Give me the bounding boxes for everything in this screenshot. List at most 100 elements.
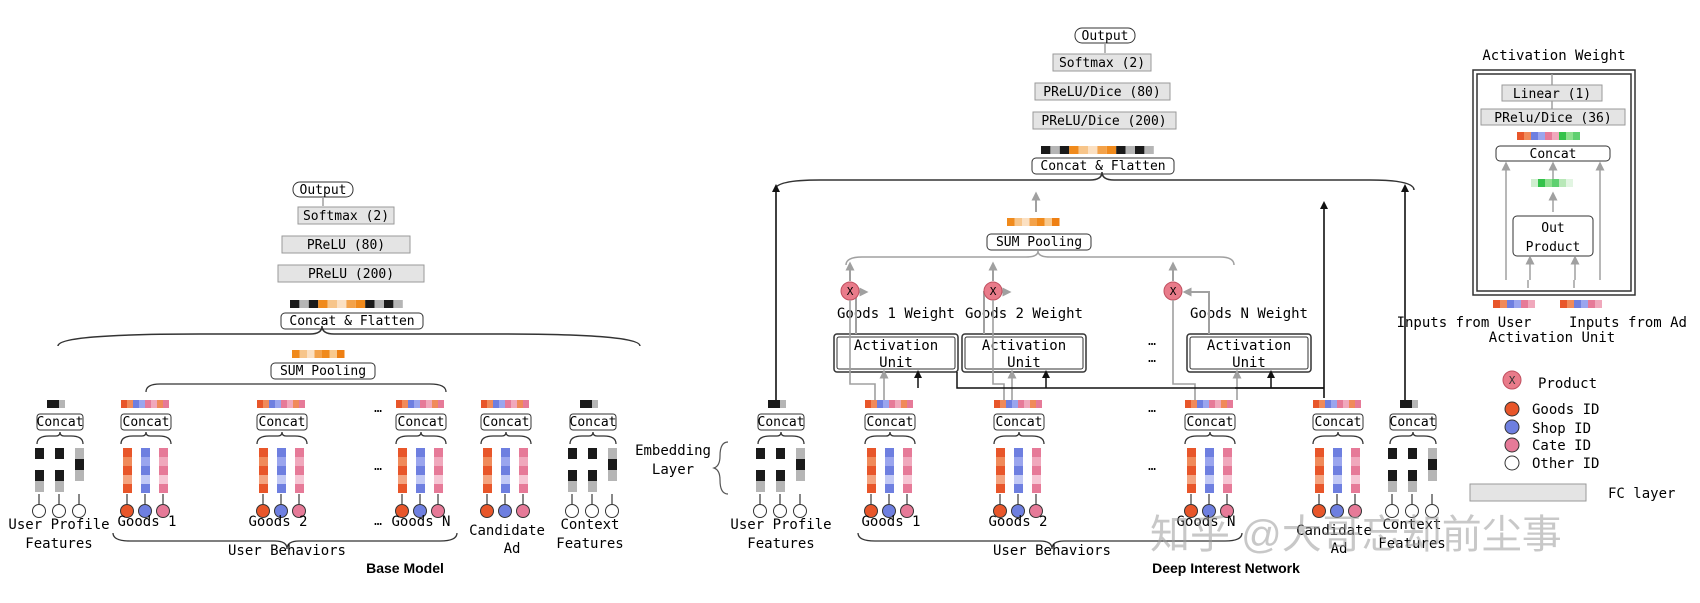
goods-id-node xyxy=(120,504,134,518)
legend-goods-id-label: Goods ID xyxy=(1532,402,1599,418)
din-group-goodsN: Concat xyxy=(1184,400,1236,518)
concat-box xyxy=(1312,413,1364,431)
group-concat-bar xyxy=(994,400,1042,408)
din-label-user-profile-2: Features xyxy=(747,536,814,552)
base-label-user-profile-2: Features xyxy=(25,536,92,552)
activation-unit-detail: Activation Weight Linear (1) PRelu/Dice … xyxy=(1397,48,1687,346)
au-linear-label: Linear (1) xyxy=(1513,87,1591,102)
shop-id-icon xyxy=(1504,419,1520,435)
din-label-context-2: Features xyxy=(1378,536,1445,552)
activation-unit-label-2: Unit xyxy=(879,355,913,371)
activation-unit-label-2: Unit xyxy=(1007,355,1041,371)
concat-box xyxy=(1389,413,1437,431)
din-prelu-dice200-label: PReLU/Dice (200) xyxy=(1041,114,1166,129)
base-dots-mid: … xyxy=(374,459,382,474)
cate-id-node xyxy=(1029,504,1043,518)
base-sum-embedding xyxy=(292,350,345,358)
base-label-context-1: Context xyxy=(560,517,619,533)
other-id-icon xyxy=(1504,455,1520,471)
din-group-goods1: Concat xyxy=(864,400,916,518)
concat-box xyxy=(993,413,1045,431)
shop-id-node xyxy=(138,504,152,518)
goods-weight-label: Goods N Weight xyxy=(1190,306,1308,322)
activation-unit-label-1: Activation xyxy=(854,338,938,354)
base-group-goodsN: Concat xyxy=(395,400,447,518)
other-id-node xyxy=(1425,504,1439,518)
base-sum-pooling-box: SUM Pooling xyxy=(270,362,376,380)
base-model: Output Softmax (2) PReLU (80) PReLU (200… xyxy=(8,181,641,576)
group-concat-bar xyxy=(865,400,913,408)
base-model-title: Base Model xyxy=(366,560,444,576)
au-prelu-dice36-layer: PRelu/Dice (36) xyxy=(1480,108,1626,126)
base-label-user-behaviors: User Behaviors xyxy=(228,543,346,559)
din-label-goods2: Goods 2 xyxy=(988,514,1047,530)
cate-id-node xyxy=(156,504,170,518)
legend-shop-id-label: Shop ID xyxy=(1532,421,1591,437)
au-out-product-label-1: Out xyxy=(1541,221,1564,236)
din-group-candidate: Concat xyxy=(1312,400,1364,518)
din-dots-mid: … xyxy=(1148,459,1156,474)
group-concat-bar xyxy=(768,400,792,408)
din-group-user-profile: Concat xyxy=(753,400,807,518)
concat-label: Concat xyxy=(37,415,84,430)
group-concat-bar xyxy=(1313,400,1361,408)
din-dots-concat: … xyxy=(1148,401,1156,416)
concat-label: Concat xyxy=(398,415,445,430)
goods-id-icon xyxy=(1504,401,1520,417)
din-embedding-layer-1: Embedding xyxy=(635,443,711,459)
concat-box xyxy=(864,413,916,431)
din-embedding-brace xyxy=(712,441,729,495)
cate-id-icon xyxy=(1504,437,1520,453)
base-label-goodsN: Goods N xyxy=(391,514,450,530)
base-sum-pooling-label: SUM Pooling xyxy=(280,364,366,379)
base-pooling-brace xyxy=(145,383,447,393)
group-concat-bar xyxy=(47,400,71,408)
au-concat-label: Concat xyxy=(1530,147,1577,162)
legend-other-id-label: Other ID xyxy=(1532,456,1599,472)
din-label-user-profile-1: User Profile xyxy=(730,517,831,533)
au-concat-bar-cells xyxy=(1517,132,1580,140)
base-group-context: Concat xyxy=(565,400,619,518)
legend-fc-layer: FC layer xyxy=(1469,483,1675,502)
group-concat-bar xyxy=(121,400,169,408)
din-dots-au-1: … xyxy=(1148,334,1156,349)
group-concat-bar xyxy=(1400,400,1424,408)
product-mark: X xyxy=(847,285,854,298)
concat-label: Concat xyxy=(867,415,914,430)
base-label-goods1: Goods 1 xyxy=(117,514,176,530)
din-pooling-brace xyxy=(845,250,1235,266)
din-prelu-dice80-label: PReLU/Dice (80) xyxy=(1043,85,1160,100)
other-id-node xyxy=(793,504,807,518)
other-id-node xyxy=(605,504,619,518)
cate-id-node xyxy=(1348,504,1362,518)
concat-box xyxy=(256,413,308,431)
au-inputs-ad: Inputs from Ad xyxy=(1569,315,1687,331)
shop-id-node xyxy=(413,504,427,518)
concat-label: Concat xyxy=(758,415,805,430)
base-group-goods1: Concat xyxy=(120,400,172,518)
din-behaviors-brace xyxy=(857,532,1243,550)
din-label-context-1: Context xyxy=(1382,517,1441,533)
concat-label: Concat xyxy=(483,415,530,430)
din-output-box: Output xyxy=(1074,27,1136,44)
shop-id-node xyxy=(274,504,288,518)
cate-id-node xyxy=(900,504,914,518)
din-softmax-label: Softmax (2) xyxy=(1059,56,1145,71)
din-title: Deep Interest Network xyxy=(1152,560,1300,576)
base-dots-bottom: … xyxy=(374,514,382,529)
cate-id-node xyxy=(431,504,445,518)
goods-id-node xyxy=(395,504,409,518)
legend: X Product Goods ID Shop ID Cate ID Other… xyxy=(1469,370,1675,502)
base-label-goods2: Goods 2 xyxy=(248,514,307,530)
au-input-user-bar xyxy=(1493,300,1535,308)
din-sum-pooling-box: SUM Pooling xyxy=(986,233,1092,251)
din-model: Output Softmax (2) PReLU/Dice (80) PReLU… xyxy=(635,27,1446,576)
au-caption: Activation Unit xyxy=(1489,330,1615,346)
din-prelu-dice80-layer: PReLU/Dice (80) xyxy=(1034,82,1171,101)
product-icon xyxy=(1502,370,1522,390)
concat-label: Concat xyxy=(1187,415,1234,430)
cate-id-node xyxy=(292,504,306,518)
base-group-user-profile: Concat xyxy=(32,400,86,518)
